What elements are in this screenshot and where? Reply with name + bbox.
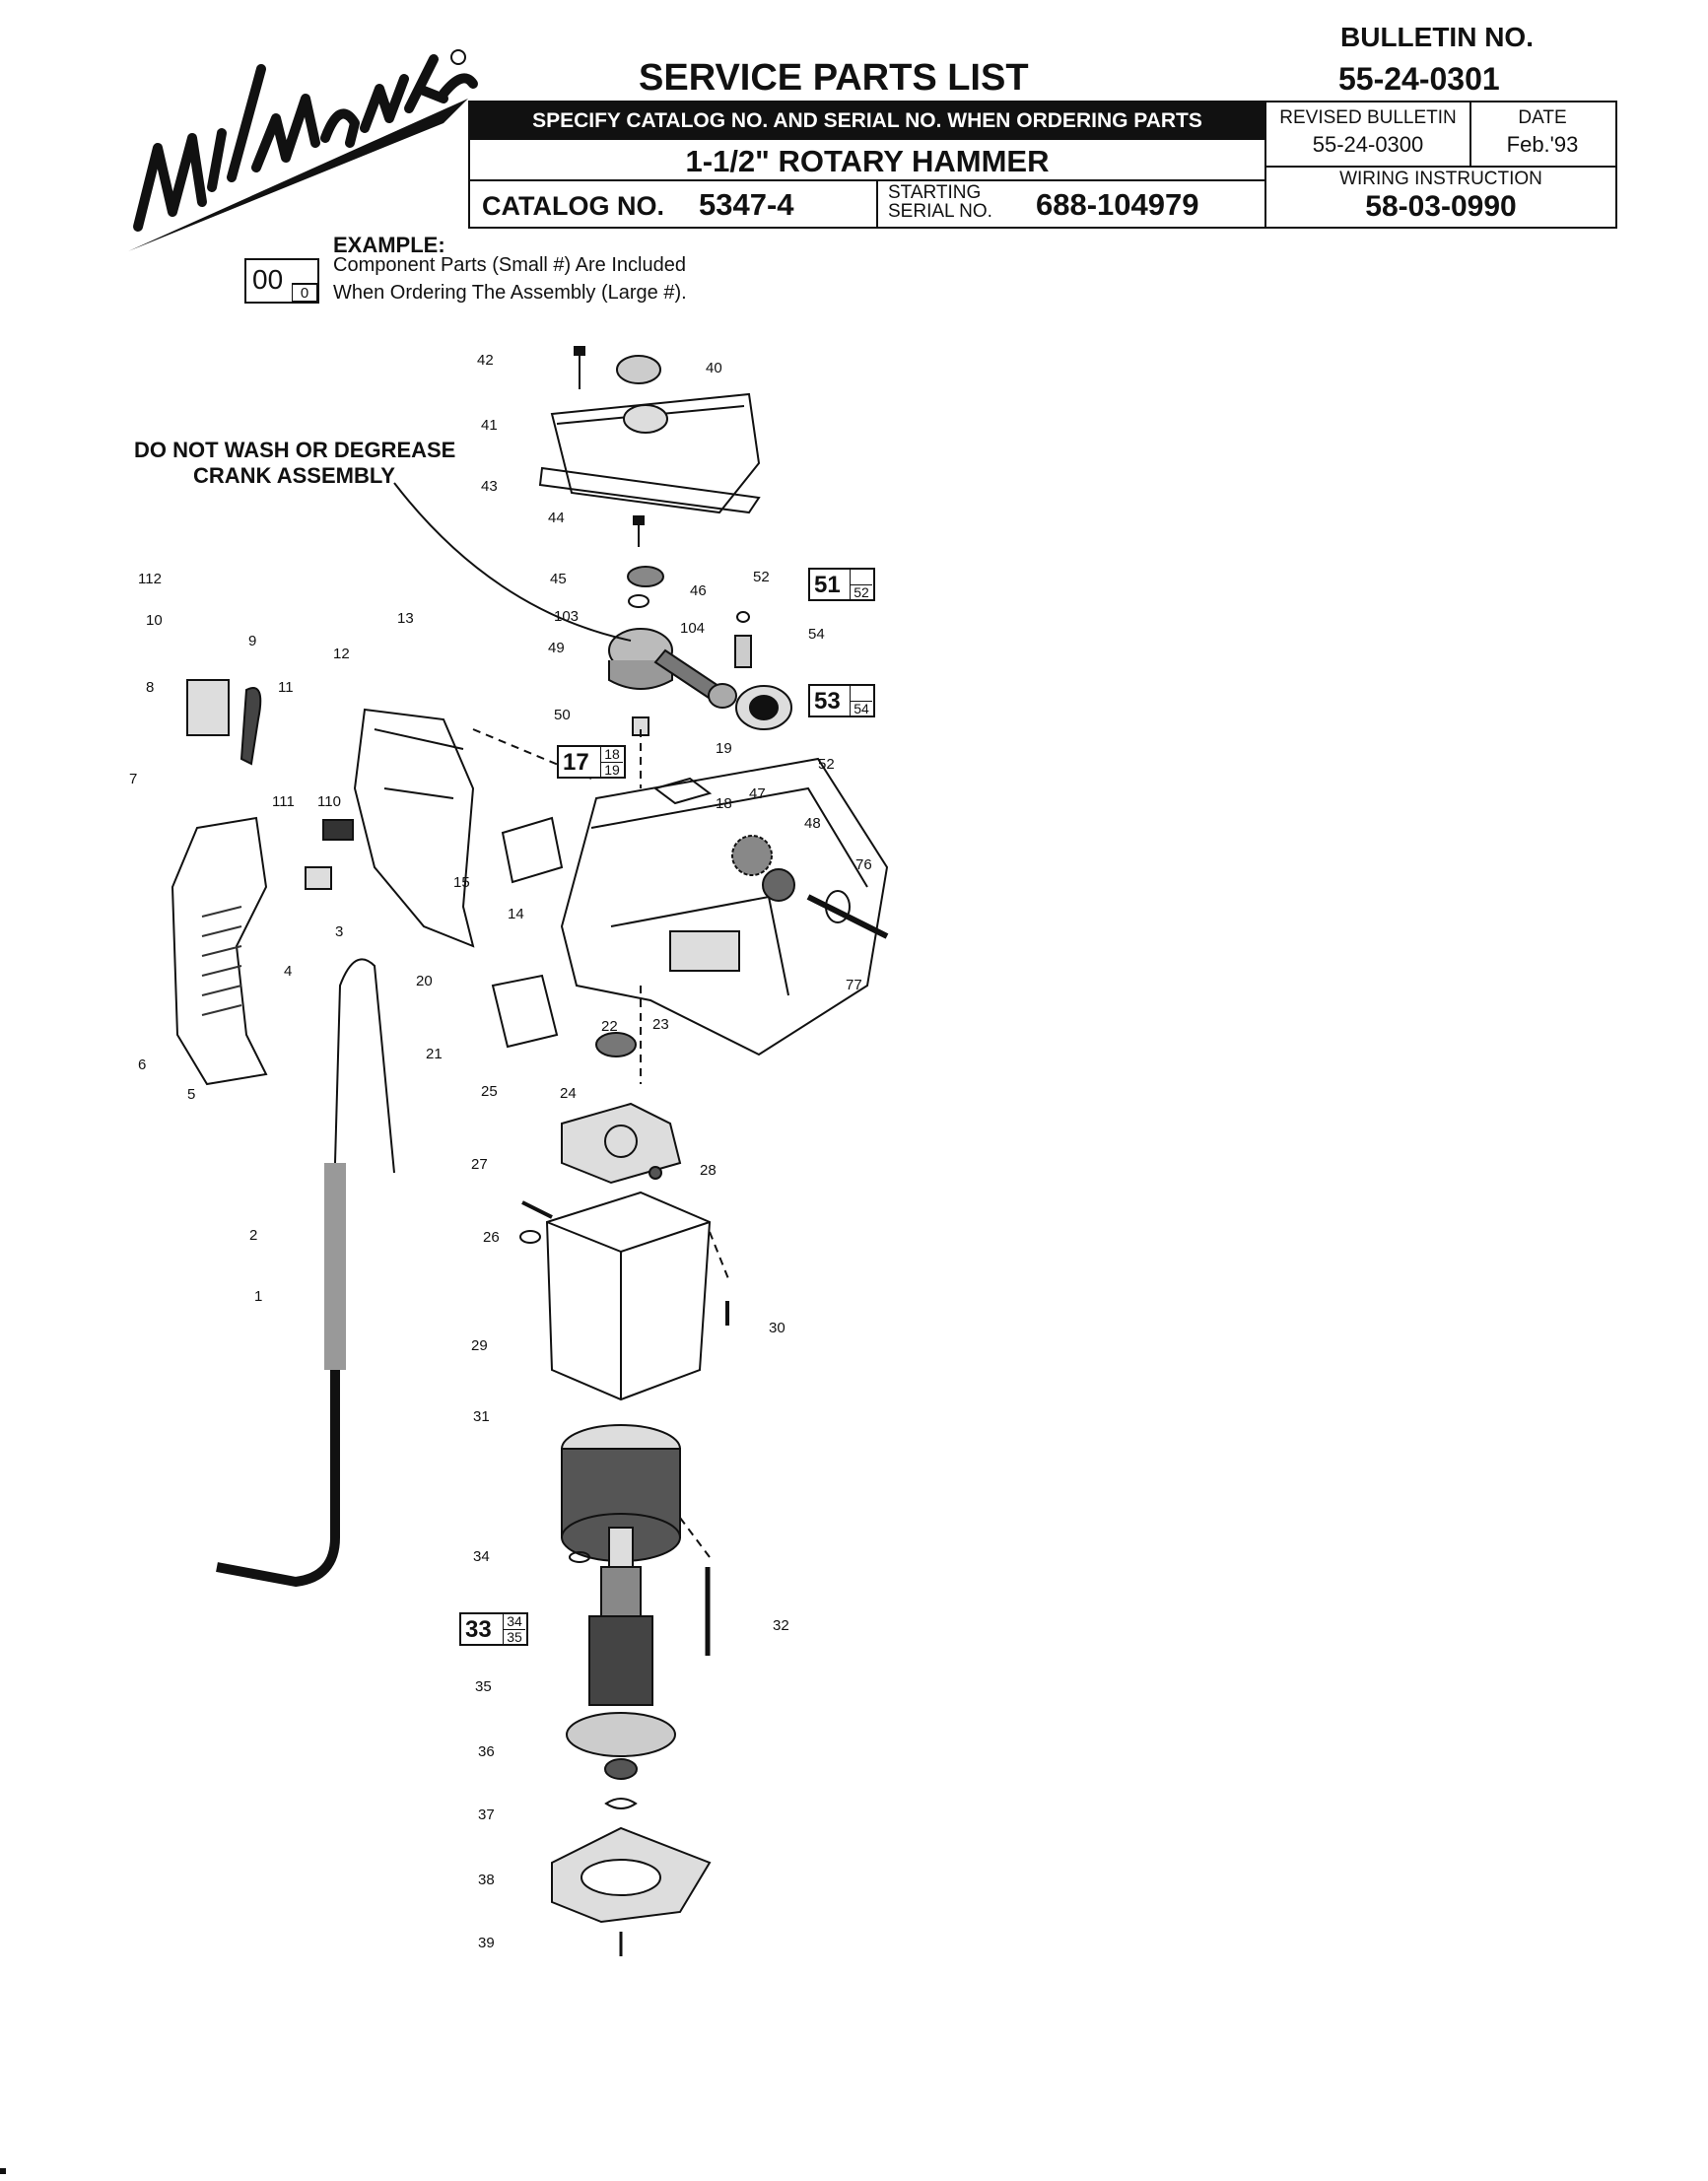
warning-line2: CRANK ASSEMBLY xyxy=(193,463,395,488)
serial-label-line1: STARTING xyxy=(888,182,982,203)
callout-38: 38 xyxy=(478,1872,495,1888)
callout-35: 35 xyxy=(475,1678,492,1695)
callout-112: 112 xyxy=(138,571,162,587)
callout-27: 27 xyxy=(471,1156,488,1173)
callout-45: 45 xyxy=(550,571,567,587)
bulletin-number: 55-24-0301 xyxy=(1338,61,1500,97)
example-note-line2: When Ordering The Assembly (Large #). xyxy=(333,282,687,304)
callout-40: 40 xyxy=(706,360,722,376)
callout-77: 77 xyxy=(846,977,862,993)
callout-1: 1 xyxy=(254,1288,262,1305)
example-big-number: 00 xyxy=(252,264,284,295)
revised-bulletin-cell: REVISED BULLETIN 55-24-0300 xyxy=(1266,102,1471,168)
callout-37: 37 xyxy=(478,1806,495,1823)
callout-48: 48 xyxy=(804,815,821,832)
example-box: 00 0 xyxy=(244,258,319,304)
product-name: 1-1/2" ROTARY HAMMER xyxy=(470,140,1264,181)
callout-3: 3 xyxy=(335,923,343,940)
catalog-number: 5347-4 xyxy=(699,187,794,222)
callout-25: 25 xyxy=(481,1083,498,1100)
revised-label: REVISED BULLETIN xyxy=(1279,107,1457,128)
example-small-number: 0 xyxy=(292,284,317,302)
callout-26: 26 xyxy=(483,1229,500,1246)
callout-54: 54 xyxy=(808,626,825,643)
wiring-value: 58-03-0990 xyxy=(1365,190,1517,223)
callout-5: 5 xyxy=(187,1086,195,1103)
callout-52b: 52 xyxy=(818,756,835,773)
callout-104: 104 xyxy=(680,620,705,637)
callout-15: 15 xyxy=(453,874,470,891)
callout-7: 7 xyxy=(129,771,137,787)
callout-50: 50 xyxy=(554,707,571,723)
date-label: DATE xyxy=(1518,107,1567,128)
callout-110: 110 xyxy=(317,793,341,810)
callout-12: 12 xyxy=(333,646,350,662)
callout-21: 21 xyxy=(426,1046,443,1062)
callout-28: 28 xyxy=(700,1162,717,1179)
callout-42: 42 xyxy=(477,352,494,369)
callout-24: 23 xyxy=(652,1016,669,1033)
date-cell: DATE Feb.'93 xyxy=(1469,102,1615,168)
assembly-box-33: 33 34 35 xyxy=(459,1612,528,1646)
catalog-label: CATALOG NO. xyxy=(482,191,664,221)
date-value: Feb.'93 xyxy=(1506,132,1579,157)
callout-76: 76 xyxy=(855,856,872,873)
catalog-row: CATALOG NO. 5347-4 STARTING SERIAL NO. 6… xyxy=(470,181,1264,227)
callout-34: 34 xyxy=(473,1548,490,1565)
callout-46: 46 xyxy=(690,582,707,599)
callout-4: 4 xyxy=(284,963,292,980)
callout-111: 111 xyxy=(272,793,295,810)
callout-22: 22 xyxy=(601,1018,618,1035)
example-label: EXAMPLE: xyxy=(333,233,445,257)
callout-18: 18 xyxy=(716,795,732,812)
callout-44: 44 xyxy=(548,510,565,526)
callout-39: 39 xyxy=(478,1935,495,1951)
callout-9: 9 xyxy=(248,633,256,649)
revised-value: 55-24-0300 xyxy=(1312,132,1424,157)
callout-23: 24 xyxy=(560,1085,577,1102)
callout-47: 47 xyxy=(749,785,766,802)
callout-41: 41 xyxy=(481,417,498,434)
assembly-box-53: 53 54 xyxy=(808,684,875,717)
callout-13: 13 xyxy=(397,610,414,627)
callout-2: 2 xyxy=(249,1227,257,1244)
serial-number: 688-104979 xyxy=(1036,187,1199,222)
callout-32: 32 xyxy=(773,1617,789,1634)
serial-cell: STARTING SERIAL NO. 688-104979 xyxy=(876,181,1266,227)
callout-8: 8 xyxy=(146,679,154,696)
serial-label: STARTING SERIAL NO. xyxy=(888,183,992,221)
callout-14: 14 xyxy=(508,906,524,922)
callout-11: 11 xyxy=(278,679,294,696)
serial-label-line2: SERIAL NO. xyxy=(888,201,992,222)
wiring-label: WIRING INSTRUCTION xyxy=(1339,169,1542,189)
callout-103: 103 xyxy=(554,608,579,625)
ordering-note: SPECIFY CATALOG NO. AND SERIAL NO. WHEN … xyxy=(470,102,1264,140)
milwaukee-logo xyxy=(128,49,478,251)
callout-20: 20 xyxy=(416,973,433,989)
callout-52a: 52 xyxy=(753,569,770,585)
callout-6: 6 xyxy=(138,1056,146,1073)
catalog-header-box: SPECIFY CATALOG NO. AND SERIAL NO. WHEN … xyxy=(468,101,1266,229)
callout-29: 29 xyxy=(471,1337,488,1354)
callout-10: 10 xyxy=(146,612,163,629)
example-note-line1: Component Parts (Small #) Are Included xyxy=(333,254,686,276)
callout-49: 49 xyxy=(548,640,565,656)
assembly-box-17: 17 18 19 xyxy=(557,745,626,779)
page-title: SERVICE PARTS LIST xyxy=(639,57,1029,99)
callout-19: 19 xyxy=(716,740,732,757)
callout-36: 36 xyxy=(478,1743,495,1760)
callout-43: 43 xyxy=(481,478,498,495)
page-edge-mark xyxy=(0,2168,6,2174)
example-small-top xyxy=(292,266,317,284)
callout-31: 31 xyxy=(473,1408,490,1425)
bulletin-label: BULLETIN NO. xyxy=(1340,22,1534,52)
revision-box: REVISED BULLETIN 55-24-0300 DATE Feb.'93… xyxy=(1264,101,1617,229)
callout-30: 30 xyxy=(769,1320,786,1336)
assembly-box-51: 51 52 xyxy=(808,568,875,601)
warning-line1: DO NOT WASH OR DEGREASE xyxy=(134,438,456,462)
wiring-cell: WIRING INSTRUCTION 58-03-0990 xyxy=(1266,166,1615,223)
